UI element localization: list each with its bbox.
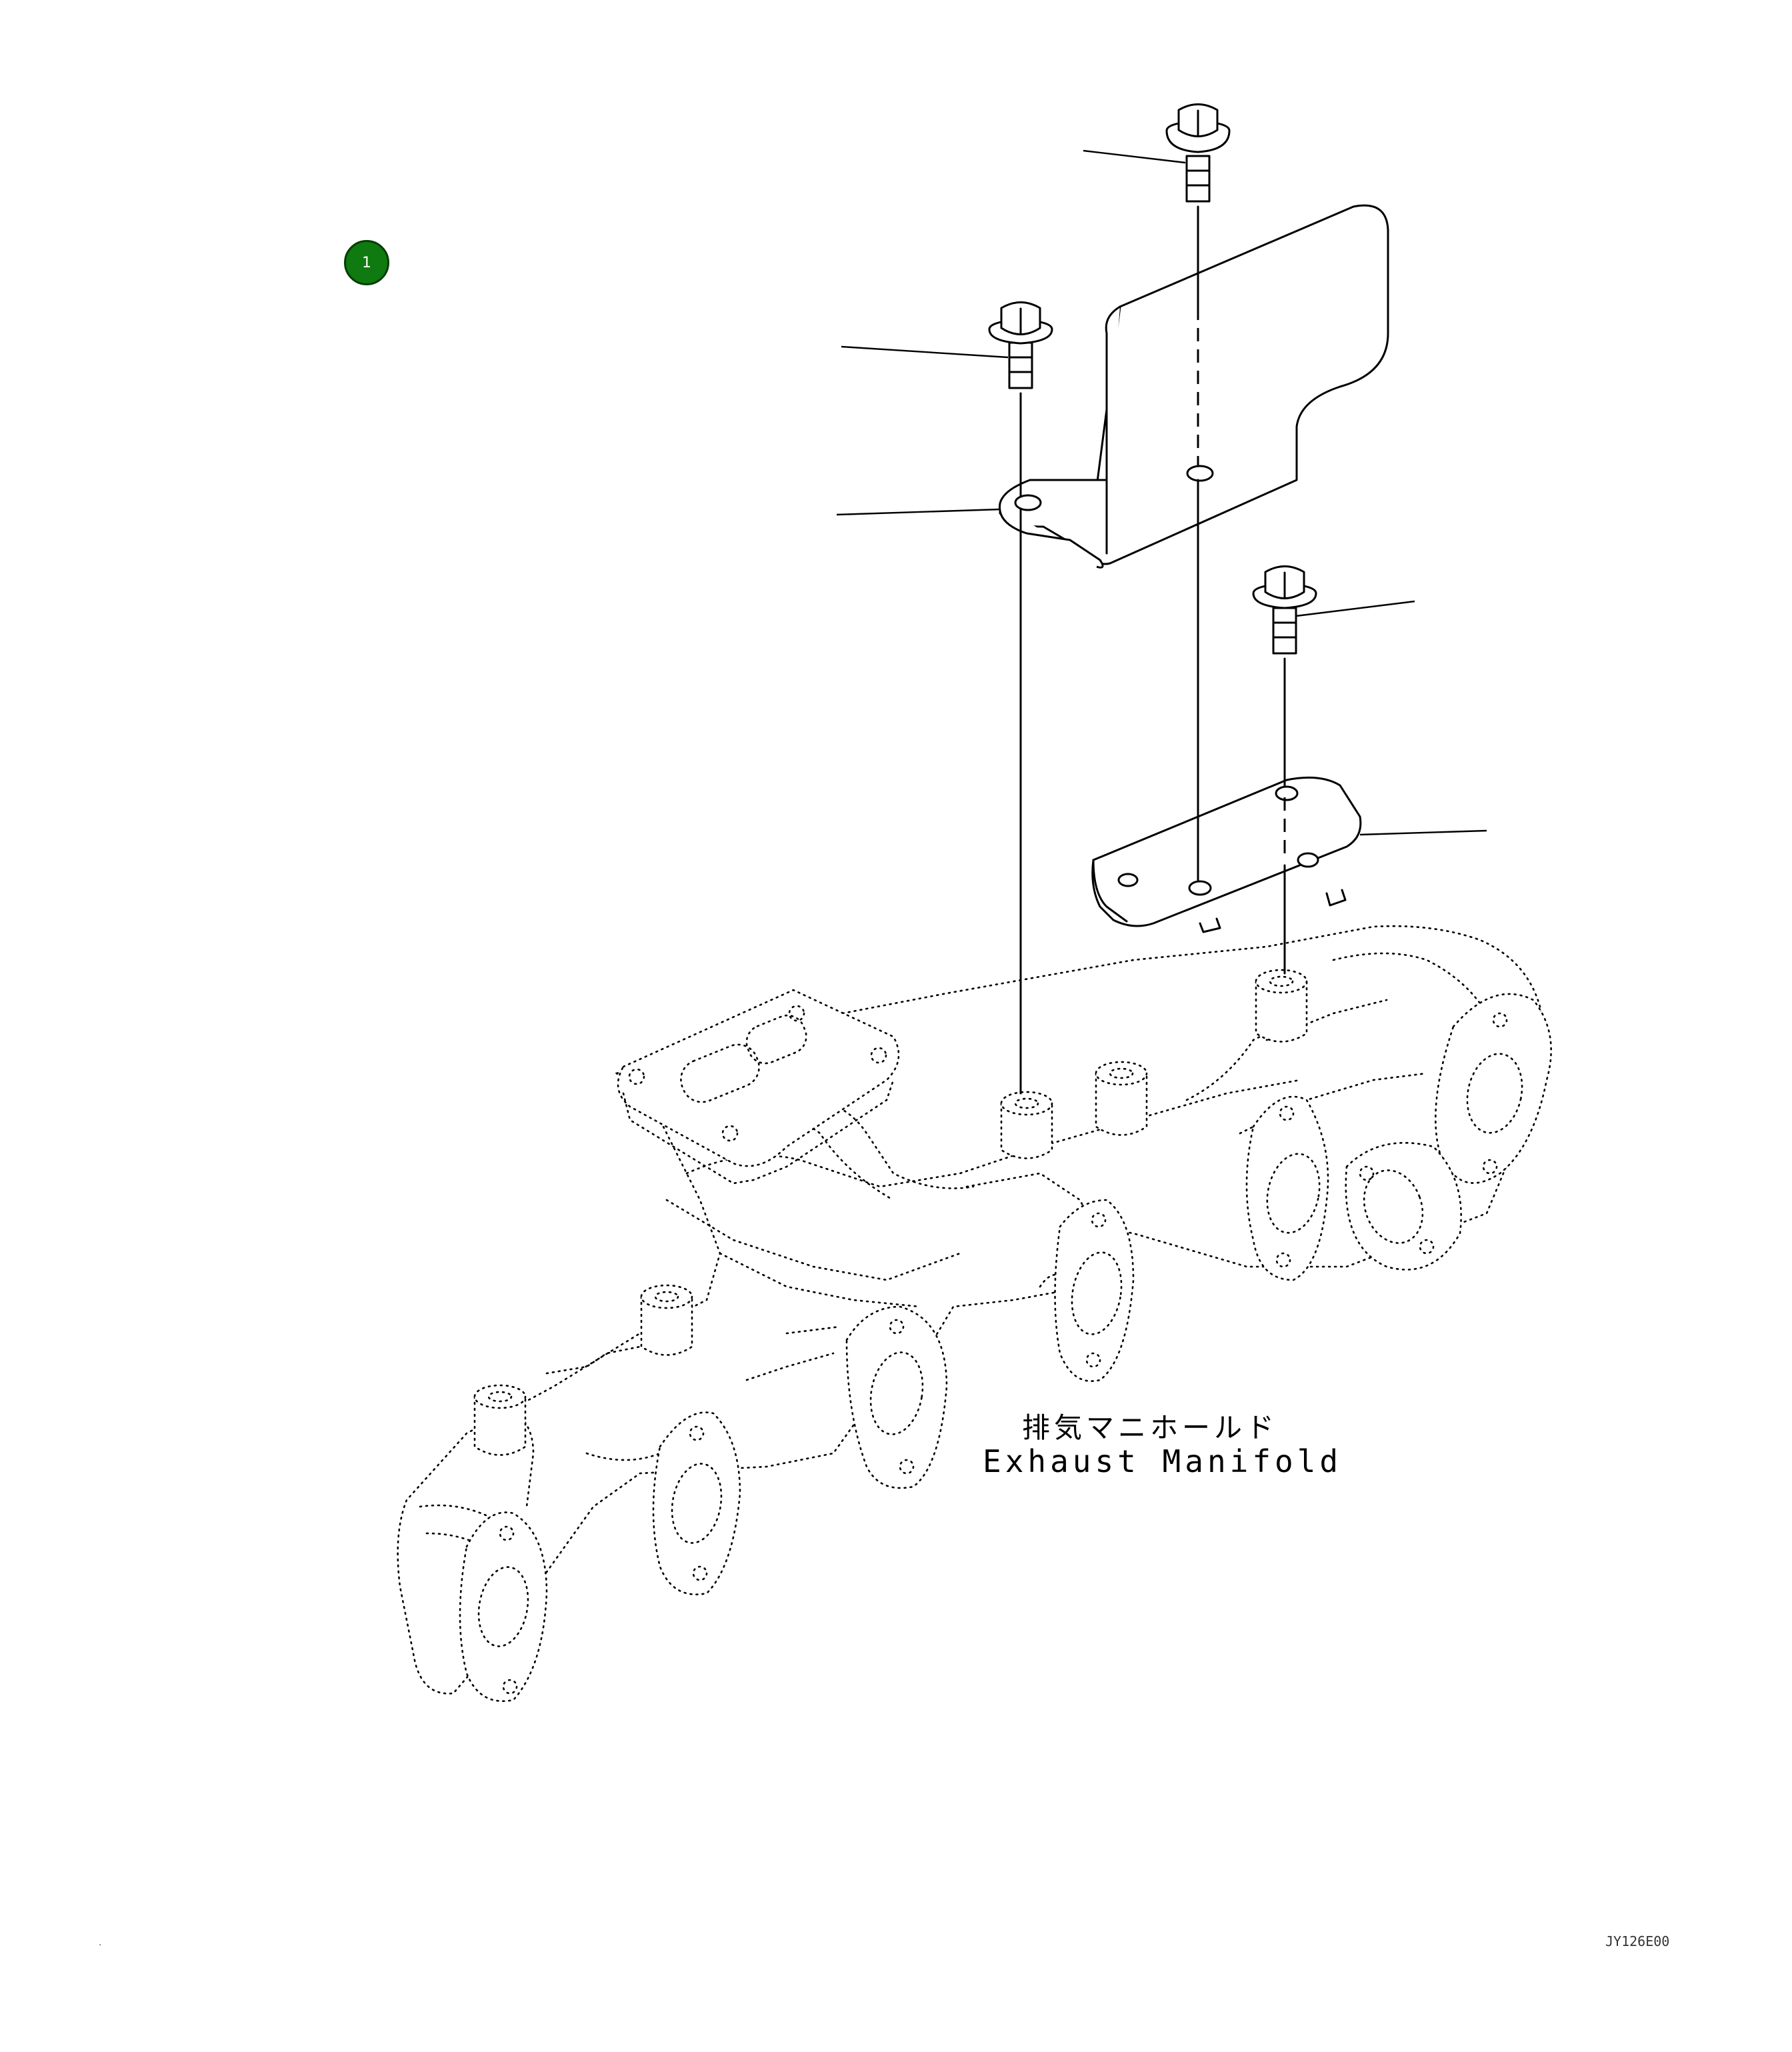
- flange-bolt-right: [1252, 565, 1317, 655]
- part-callout-badge[interactable]: 1: [344, 240, 389, 285]
- flange-bolt-top: [1165, 103, 1231, 203]
- leader-lines: [836, 149, 1487, 836]
- part-label-japanese: 排気マニホールド: [1022, 1411, 1279, 1444]
- drawing-code: JY126E00: [1605, 1933, 1670, 1949]
- assembly-lines: [1019, 205, 1286, 1095]
- flange-bolt-left: [988, 301, 1053, 389]
- callout-number: 1: [362, 254, 371, 271]
- exhaust-manifold: [397, 925, 1552, 1702]
- corner-mark: .: [99, 1937, 102, 1948]
- part-label-english: Exhaust Manifold: [983, 1443, 1343, 1479]
- heat-shield-bracket: [999, 204, 1389, 569]
- mounting-plate: [1091, 776, 1362, 933]
